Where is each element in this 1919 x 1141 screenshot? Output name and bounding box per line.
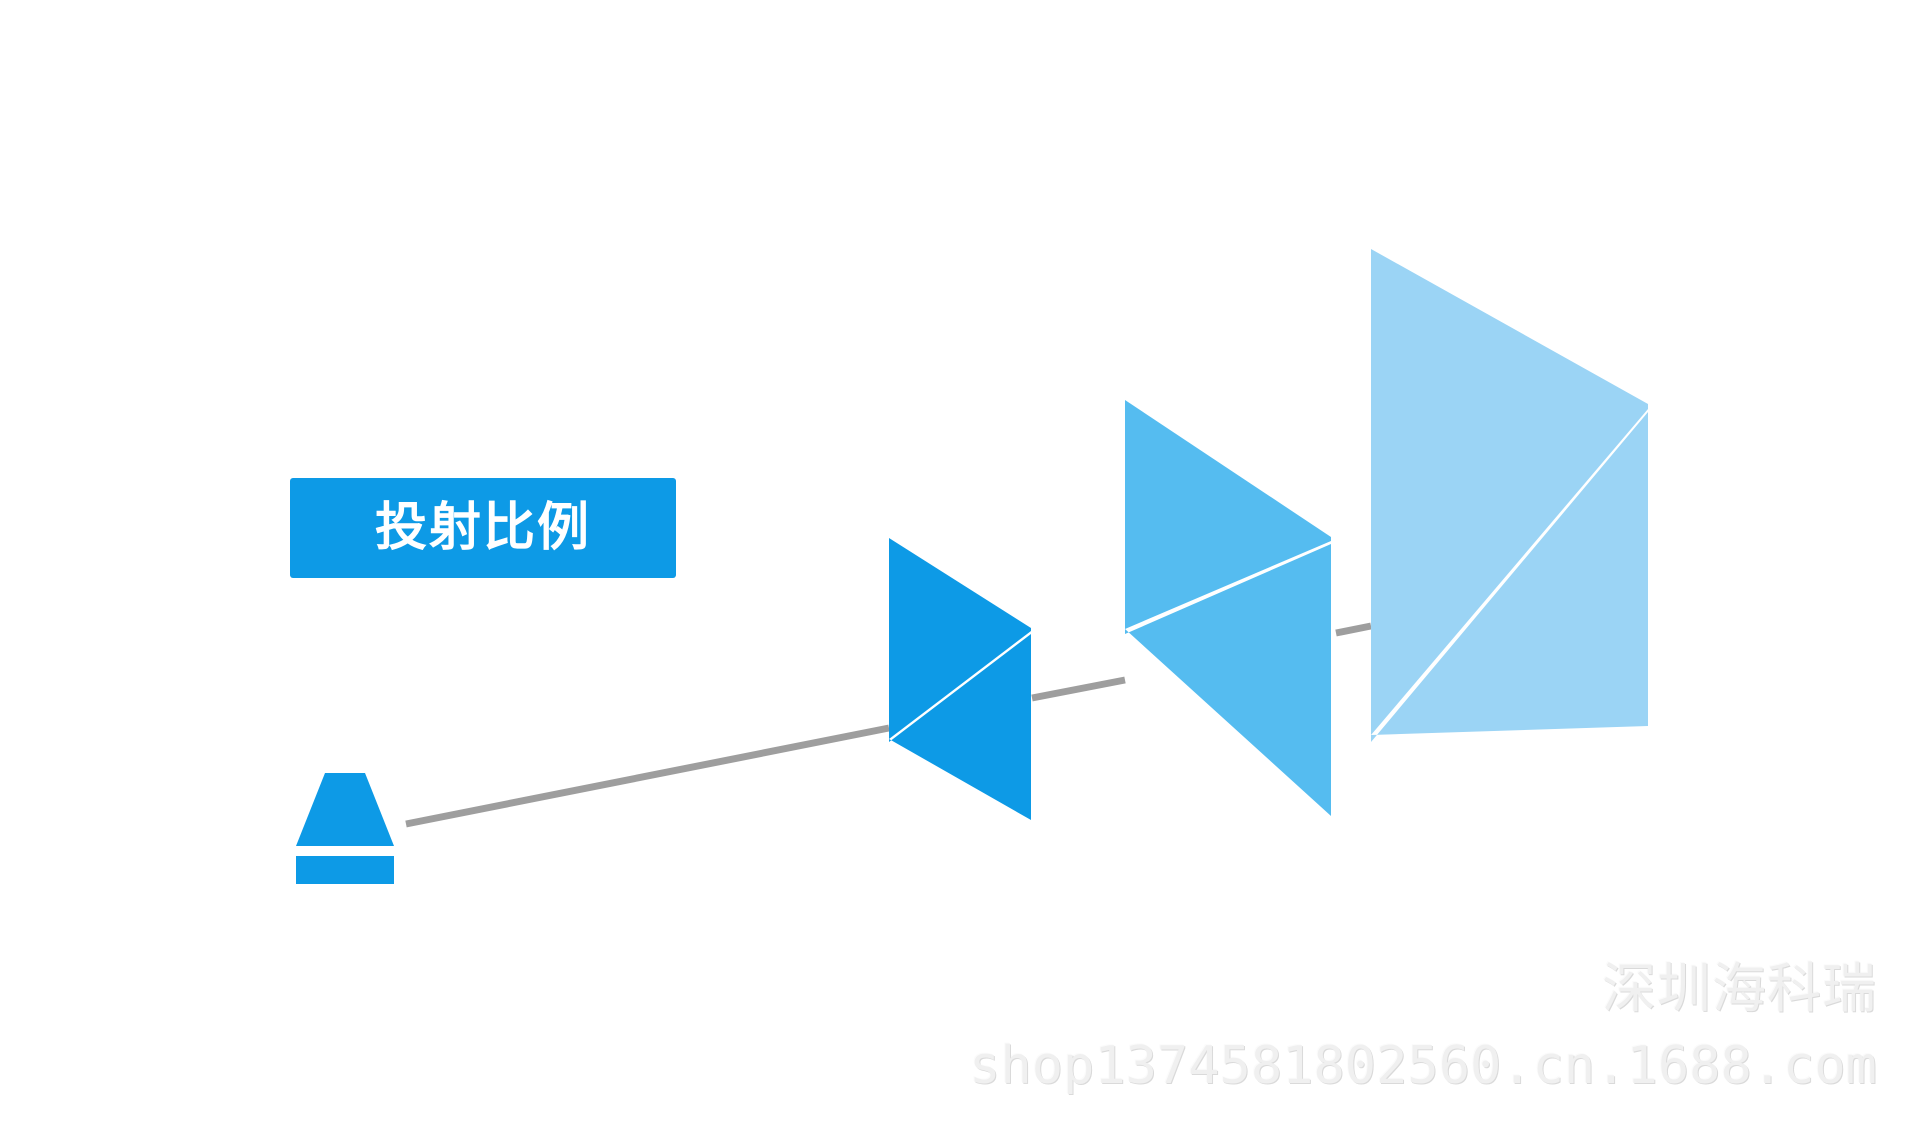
projector-icon xyxy=(296,773,394,884)
throw-ratio-label-chip: 投射比例 xyxy=(290,478,676,578)
watermark-brand: 深圳海科瑞 xyxy=(1602,957,1877,1020)
beam-line-projector-to-screen-1 xyxy=(405,724,890,828)
watermark-url: shop1374581802560.cn.1688.com xyxy=(969,1036,1877,1096)
screen-near-lower-panel xyxy=(889,634,1031,820)
beam-line-screen-2-to-screen-3 xyxy=(1335,622,1372,637)
screen-near xyxy=(889,538,1031,820)
screen-far xyxy=(1371,249,1648,742)
throw-ratio-label-text: 投射比例 xyxy=(374,498,591,558)
screen-middle-upper-panel xyxy=(1125,400,1331,629)
screen-near-upper-panel xyxy=(889,538,1031,739)
projector-base xyxy=(296,856,394,884)
beam-line-group xyxy=(405,622,1372,828)
screen-middle-lower-panel xyxy=(1125,544,1331,816)
screen-far-lower-panel xyxy=(1371,412,1648,742)
screen-middle xyxy=(1125,400,1331,816)
beam-line-screen-1-to-screen-2 xyxy=(1031,676,1126,702)
projector-top-face xyxy=(296,773,394,846)
screen-far-upper-panel xyxy=(1371,249,1648,735)
